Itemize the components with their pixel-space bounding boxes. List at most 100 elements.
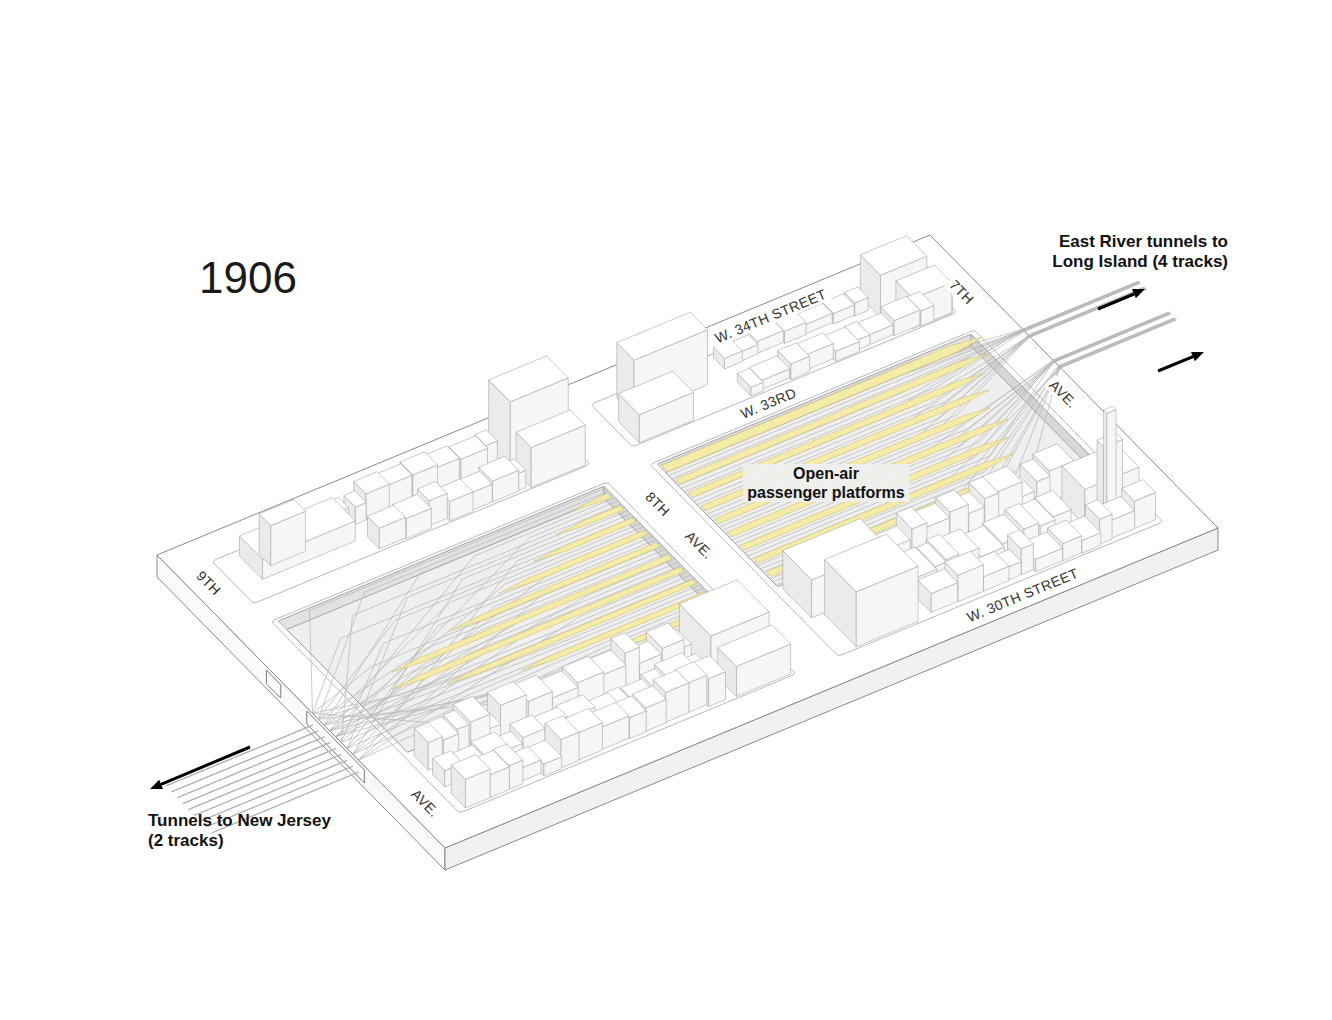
track-lines xyxy=(240,271,1256,768)
building-roof xyxy=(896,507,927,529)
tunnel-track xyxy=(183,743,330,804)
direction-arrow xyxy=(1158,357,1193,371)
track-line xyxy=(318,568,723,759)
tunnel-track xyxy=(189,749,336,810)
arrows xyxy=(150,289,1204,789)
tunnel-track xyxy=(183,743,330,804)
building xyxy=(225,498,369,580)
platforms xyxy=(314,334,1096,728)
building-roof xyxy=(487,681,526,705)
platform xyxy=(569,493,612,513)
tunnel-track xyxy=(166,725,313,786)
track-line xyxy=(300,549,684,719)
platform xyxy=(390,567,684,691)
tunnel-track xyxy=(194,755,341,816)
tunnel-track xyxy=(194,755,341,816)
building-roof xyxy=(679,580,769,636)
tunnel-track xyxy=(183,743,330,804)
track-line xyxy=(706,319,1228,566)
building-roof xyxy=(881,296,920,320)
track-line xyxy=(303,552,689,724)
building-roof xyxy=(918,569,958,594)
building-roof xyxy=(354,472,390,494)
track-line xyxy=(706,320,1230,569)
building-roof xyxy=(516,410,585,448)
building-front xyxy=(243,511,334,565)
slab xyxy=(157,235,1218,870)
track-line xyxy=(294,543,724,760)
tunnel-track xyxy=(189,749,336,810)
site-plan xyxy=(0,160,1314,892)
track-line xyxy=(351,601,724,760)
tunnel-track xyxy=(194,755,341,816)
building-roof xyxy=(860,236,927,276)
track-line xyxy=(306,556,695,731)
building-roof xyxy=(545,716,579,740)
building xyxy=(786,534,956,647)
building-roof xyxy=(1008,530,1034,549)
slab-top xyxy=(157,235,1218,848)
arrow-head xyxy=(150,780,163,789)
tunnel-track xyxy=(171,731,318,792)
building-roof xyxy=(367,505,405,528)
track-line xyxy=(706,319,1237,576)
building xyxy=(231,499,333,565)
track-line xyxy=(330,579,729,765)
track-line xyxy=(316,565,713,748)
building-front xyxy=(445,769,510,808)
tunnel-track xyxy=(183,743,330,804)
building xyxy=(599,371,713,442)
building-roof xyxy=(825,534,919,592)
building-roof xyxy=(1085,500,1112,520)
tunnel-track xyxy=(171,731,318,792)
building-roof xyxy=(969,477,999,499)
tunnel-track xyxy=(189,749,336,810)
building-roof xyxy=(451,755,490,780)
buildings xyxy=(173,204,1207,809)
tunnel-track xyxy=(171,731,318,792)
arrow-head xyxy=(1132,289,1145,298)
tunnel-track xyxy=(183,743,330,804)
building-roof xyxy=(778,343,810,364)
tunnel-callout: East River tunnels to Long Island (4 tra… xyxy=(1033,232,1228,272)
building xyxy=(706,340,749,369)
direction-arrow xyxy=(161,747,250,784)
track-line xyxy=(348,598,719,755)
year-title: 1906 xyxy=(199,256,297,300)
building-roof xyxy=(617,312,708,360)
building-roof xyxy=(945,551,984,575)
pit-walls xyxy=(657,334,1091,586)
building-roof xyxy=(611,633,639,653)
tunnel-track xyxy=(166,725,313,786)
platform xyxy=(554,506,624,537)
building-roof xyxy=(737,368,763,387)
building-roof xyxy=(1020,459,1050,482)
line-spacer xyxy=(884,464,909,483)
building-roof xyxy=(718,625,791,666)
tunnel-callout: Tunnels to New Jersey (2 tracks) xyxy=(148,811,348,851)
building-roof xyxy=(1122,480,1156,502)
tunnel-track xyxy=(166,725,313,786)
tunnel-track xyxy=(189,749,336,810)
tunnel-track xyxy=(189,749,336,810)
track-line xyxy=(669,281,1148,485)
building-roof xyxy=(896,265,952,299)
track-line xyxy=(319,569,718,755)
building xyxy=(353,505,420,549)
track-line xyxy=(313,562,692,727)
building-roof xyxy=(1103,406,1116,413)
building-roof xyxy=(619,371,694,414)
building-roof xyxy=(417,481,447,500)
tunnel-track xyxy=(166,725,313,786)
building-roof xyxy=(653,670,689,692)
building-roof xyxy=(259,499,305,525)
direction-arrow xyxy=(1098,294,1134,309)
platform-label: Open-air passenger platforms xyxy=(743,464,909,502)
tunnel-track xyxy=(166,725,313,786)
tunnel-opening xyxy=(307,711,365,783)
building-roof xyxy=(344,491,366,507)
tunnel-opening xyxy=(266,670,280,698)
track-line xyxy=(705,318,1234,572)
building xyxy=(431,755,510,808)
building-roof xyxy=(414,722,442,742)
